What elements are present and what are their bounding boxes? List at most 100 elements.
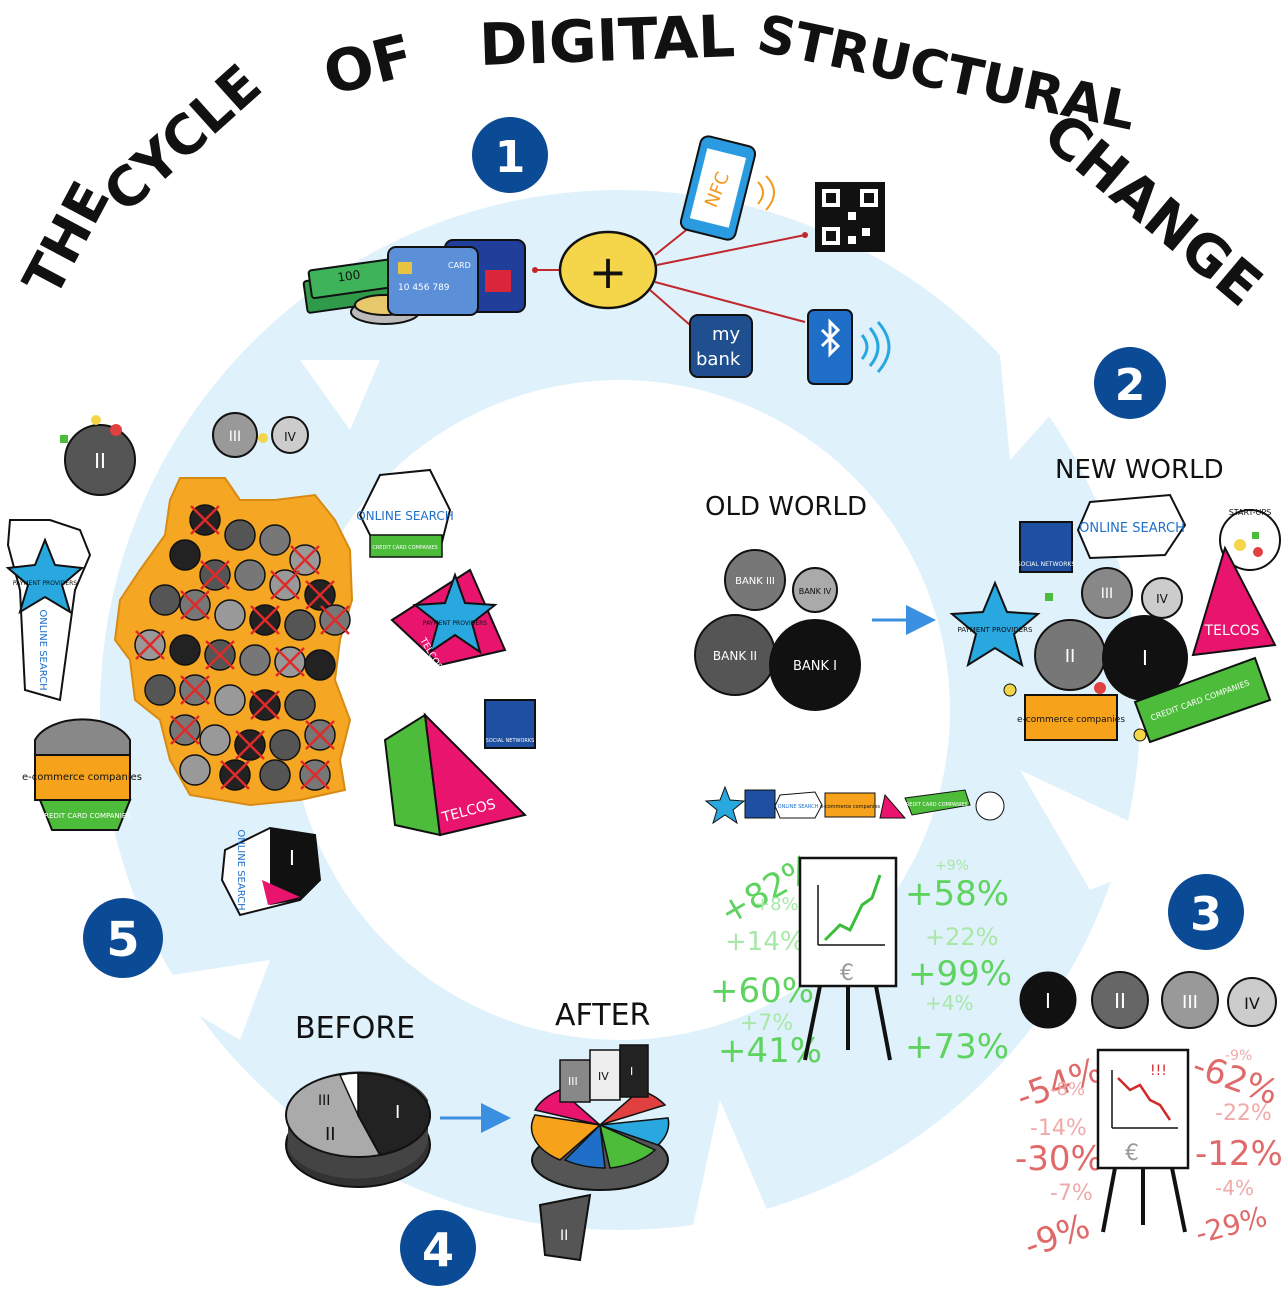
map-coin bbox=[169, 634, 201, 666]
decline-coin-iv: IV bbox=[1227, 977, 1277, 1027]
svg-text:I: I bbox=[1045, 989, 1051, 1013]
payment-providers-star: PAYMENT PROVIDERS bbox=[949, 580, 1041, 668]
svg-text:-9%: -9% bbox=[1019, 1206, 1095, 1266]
coin-ii: II bbox=[1034, 619, 1106, 691]
cross-out-mark bbox=[205, 640, 235, 670]
svg-text:I: I bbox=[630, 1065, 633, 1078]
svg-text:e-commerce companies: e-commerce companies bbox=[820, 804, 880, 810]
svg-text:5: 5 bbox=[106, 912, 139, 968]
svg-text:I: I bbox=[1142, 646, 1148, 670]
map-coin bbox=[169, 539, 201, 571]
map-coin bbox=[214, 599, 246, 631]
cross-out-mark bbox=[200, 560, 230, 590]
online-search-hex: ONLINE SEARCH CREDIT CARD COMPANIES bbox=[356, 468, 454, 558]
online-search-badge: ONLINE SEARCH bbox=[1076, 493, 1187, 560]
step-badge-3: 3 bbox=[1168, 874, 1244, 950]
old-world-label: OLD WORLD bbox=[705, 492, 867, 522]
svg-text:PAYMENT PROVIDERS: PAYMENT PROVIDERS bbox=[958, 626, 1033, 634]
cross-out-mark bbox=[250, 605, 280, 635]
step1-payments: 100 10 456 789 CARD + NFC bbox=[302, 135, 891, 385]
svg-text:10 456 789: 10 456 789 bbox=[398, 283, 450, 293]
svg-text:-4%: -4% bbox=[1215, 1176, 1254, 1200]
svg-text:+4%: +4% bbox=[925, 991, 974, 1015]
map-coin bbox=[284, 609, 316, 641]
telcos-triangle: TELCOS bbox=[1191, 545, 1277, 657]
step5-disruption: II III IV PAYMENT PROVIDERS ONLINE SEARC… bbox=[5, 412, 536, 917]
svg-text:II: II bbox=[1114, 989, 1126, 1013]
svg-text:-8%: -8% bbox=[1050, 1079, 1085, 1100]
svg-text:II: II bbox=[94, 449, 106, 473]
svg-text:III: III bbox=[229, 429, 241, 445]
bank-i-coin: BANK I bbox=[769, 619, 861, 711]
cross-out-mark bbox=[275, 647, 305, 677]
svg-text:+58%: +58% bbox=[905, 874, 1009, 914]
coin-iii-small: III bbox=[212, 412, 258, 458]
growth-line bbox=[823, 874, 882, 942]
map-coin bbox=[199, 724, 231, 756]
svg-text:BANK II: BANK II bbox=[713, 649, 757, 663]
map-coin bbox=[149, 584, 181, 616]
svg-text:€: € bbox=[1125, 1141, 1139, 1166]
ecommerce-badge: e-commerce companies bbox=[1017, 694, 1125, 741]
map-coin bbox=[224, 519, 256, 551]
social-networks-small: SOCIAL NETWORKS bbox=[484, 699, 536, 749]
svg-text:CARD: CARD bbox=[448, 261, 471, 270]
cross-out-mark bbox=[305, 720, 335, 750]
qr-code-icon bbox=[815, 182, 885, 252]
credit-telcos-triangle: TELCOS bbox=[383, 712, 527, 837]
step-badge-5: 5 bbox=[83, 898, 163, 978]
svg-text:ONLINE SEARCH: ONLINE SEARCH bbox=[1079, 521, 1185, 536]
svg-text:my: my bbox=[712, 324, 741, 345]
svg-text:I: I bbox=[395, 1102, 400, 1123]
step-badge-1: 1 bbox=[472, 117, 548, 193]
svg-text:I: I bbox=[289, 846, 295, 870]
growth-values-right: +9% +58% +22% +99% +4% +73% bbox=[905, 858, 1012, 1067]
map-coin bbox=[259, 759, 291, 791]
svg-text:CREDIT CARD COMPANIES: CREDIT CARD COMPANIES bbox=[39, 812, 131, 820]
svg-text:e-commerce companies: e-commerce companies bbox=[1017, 715, 1125, 725]
mybank-app-icon: my bank bbox=[689, 314, 753, 378]
svg-text:ONLINE SEARCH: ONLINE SEARCH bbox=[235, 829, 246, 910]
plus-bubble: + bbox=[558, 230, 658, 310]
cross-out-mark bbox=[270, 570, 300, 600]
svg-text:II: II bbox=[325, 1124, 336, 1145]
svg-text:II: II bbox=[560, 1228, 568, 1244]
map-coin bbox=[234, 559, 266, 591]
svg-text:-30%: -30% bbox=[1015, 1139, 1103, 1179]
svg-text:SOCIAL NETWORKS: SOCIAL NETWORKS bbox=[1017, 561, 1076, 568]
svg-text:TELCOS: TELCOS bbox=[1204, 623, 1260, 639]
title-word-of: OF bbox=[317, 21, 420, 108]
svg-text:e-commerce companies: e-commerce companies bbox=[22, 772, 142, 783]
after-label: AFTER bbox=[555, 998, 650, 1033]
svg-text:3: 3 bbox=[1190, 887, 1222, 941]
svg-text:II: II bbox=[1065, 646, 1076, 667]
svg-text:IV: IV bbox=[284, 430, 297, 444]
svg-text:IV: IV bbox=[598, 1070, 609, 1083]
decline-section: I II III IV -54% -8% -14% -30% -7% -9% -… bbox=[1011, 971, 1283, 1266]
svg-text:BANK III: BANK III bbox=[735, 576, 775, 587]
ecommerce-stack-left: e-commerce companies CREDIT CARD COMPANI… bbox=[22, 718, 142, 831]
svg-text:!!!: !!! bbox=[1150, 1063, 1167, 1079]
decline-coin-i: I bbox=[1019, 971, 1077, 1029]
map-coin bbox=[239, 644, 271, 676]
cross-out-mark bbox=[170, 715, 200, 745]
map-coin bbox=[144, 674, 176, 706]
decline-values-right: -9% -62% -22% -12% -4% -29% bbox=[1187, 1046, 1283, 1251]
title-word-change: CHANGE bbox=[1031, 101, 1274, 319]
svg-text:PAYMENT PROVIDERS: PAYMENT PROVIDERS bbox=[423, 620, 487, 627]
nfc-phone-icon: NFC bbox=[679, 135, 775, 241]
cross-out-mark bbox=[320, 605, 350, 635]
decline-values-left: -54% -8% -14% -30% -7% -9% bbox=[1011, 1050, 1107, 1266]
coin-iii: III bbox=[1081, 567, 1133, 619]
bluetooth-icon bbox=[807, 309, 891, 385]
map-coin bbox=[304, 649, 336, 681]
growth-flipchart: +82% +8% +14% +60% +7% +41% +9% +58% +22… bbox=[710, 847, 1012, 1071]
svg-text:€: € bbox=[840, 961, 854, 986]
map-coin bbox=[179, 754, 211, 786]
coin-ii-left: II bbox=[64, 424, 136, 496]
svg-text:III: III bbox=[1101, 586, 1113, 602]
title-word-cycle: CYCLE bbox=[92, 52, 274, 224]
cross-out-mark bbox=[250, 690, 280, 720]
before-label: BEFORE bbox=[295, 1011, 415, 1046]
svg-text:1: 1 bbox=[495, 132, 526, 183]
